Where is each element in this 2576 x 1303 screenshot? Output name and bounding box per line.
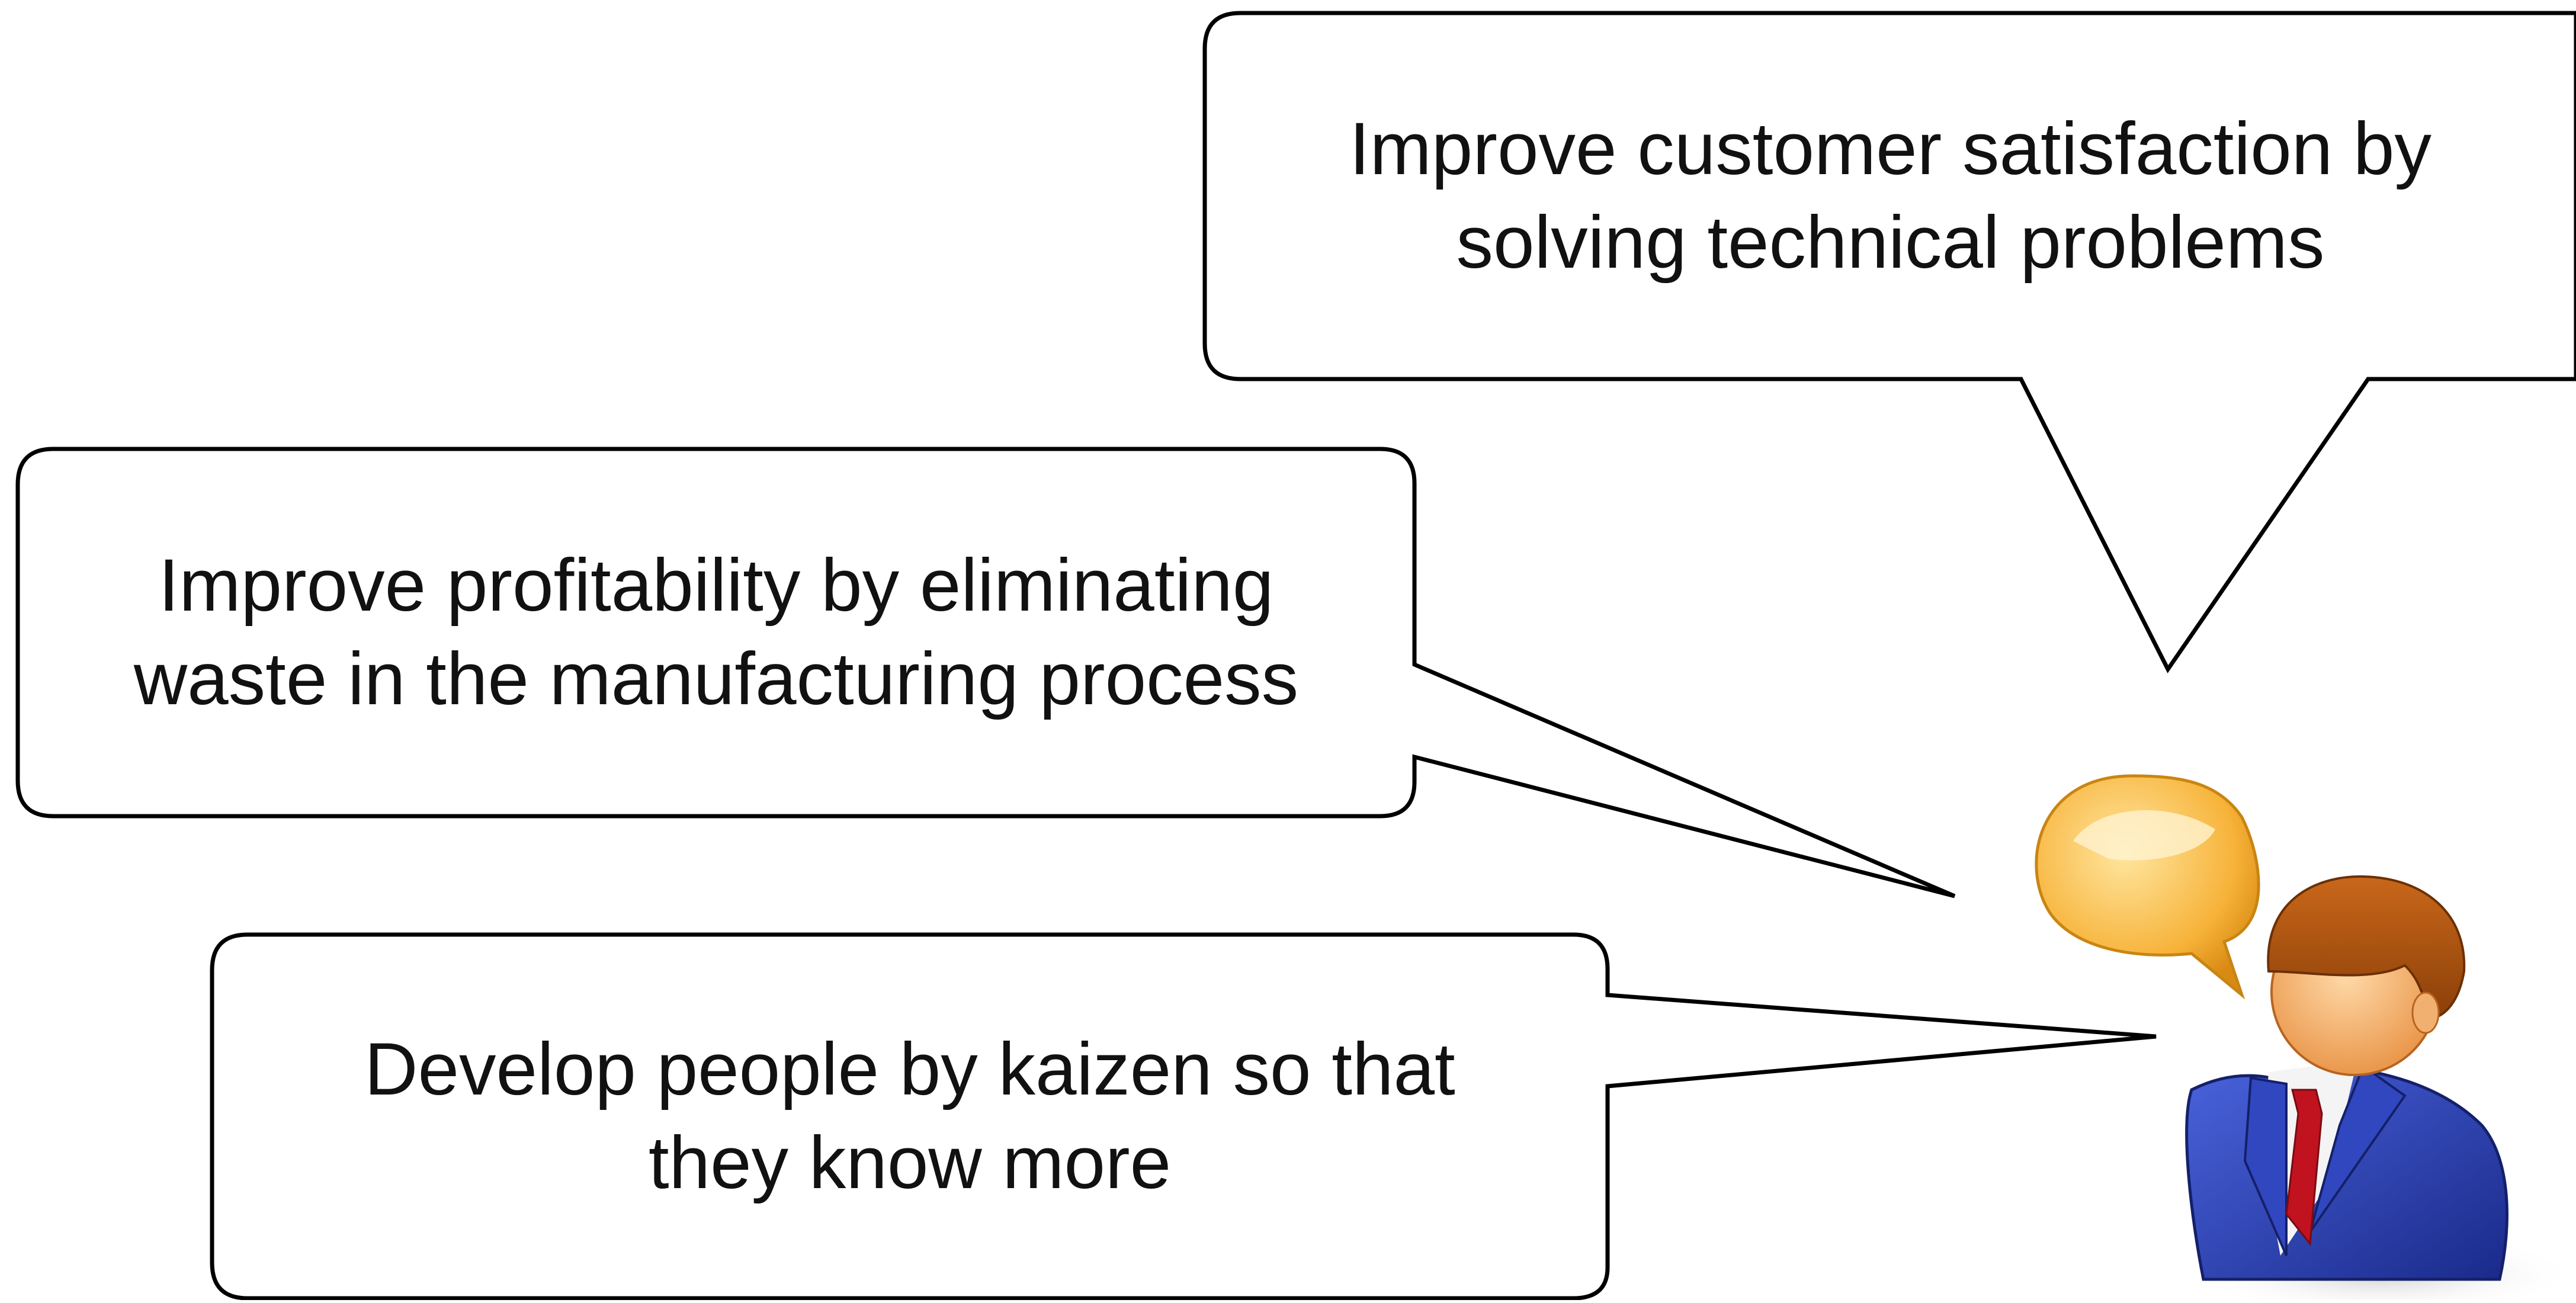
callout-people-line-2: they know more xyxy=(648,1122,1172,1204)
callout-customer-line-2: solving technical problems xyxy=(1456,201,2325,284)
callout-people-text: Develop people by kaizen so that they kn… xyxy=(212,935,1608,1298)
businessman-speaking-icon xyxy=(2035,774,2576,1303)
callout-profit-shape xyxy=(15,447,1956,898)
callout-customer-shape xyxy=(1202,11,2576,673)
callout-customer-text: Improve customer satisfaction by solving… xyxy=(1205,13,2576,379)
callout-customer-line-1: Improve customer satisfaction by xyxy=(1349,108,2432,190)
callout-profit-line-2: waste in the manufacturing process xyxy=(133,638,1299,720)
callout-profit-text: Improve profitability by eliminating was… xyxy=(18,449,1414,816)
callout-people-line-1: Develop people by kaizen so that xyxy=(364,1028,1455,1111)
callout-people-shape xyxy=(210,932,2157,1301)
callout-profit-line-1: Improve profitability by eliminating xyxy=(158,544,1274,627)
